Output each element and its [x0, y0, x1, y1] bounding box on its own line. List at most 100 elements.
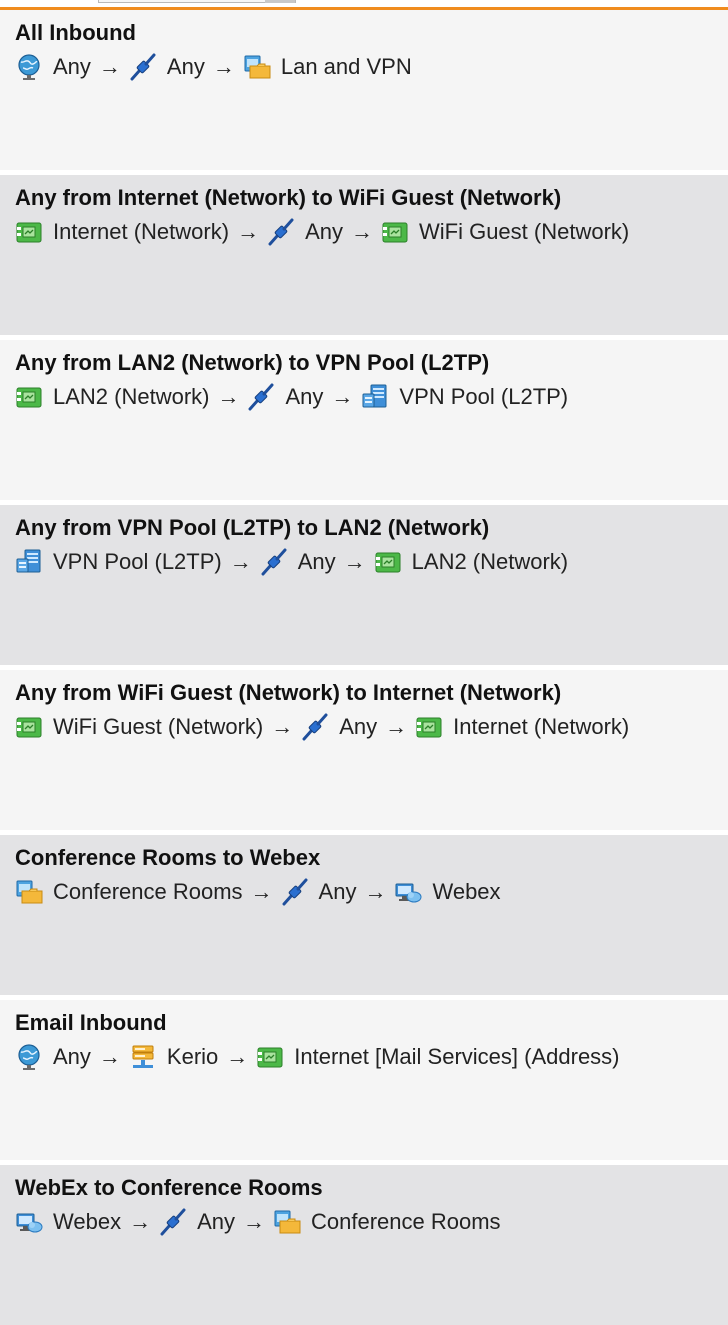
rule-separator [0, 830, 728, 835]
arrow-icon: → [343, 549, 366, 574]
destination-label: LAN2 (Network) [411, 549, 569, 574]
rule-row[interactable]: Any from WiFi Guest (Network) to Interne… [0, 670, 728, 830]
arrow-icon: → [129, 1209, 152, 1234]
rule-row[interactable]: Any from LAN2 (Network) to VPN Pool (L2T… [0, 340, 728, 500]
cable-icon [129, 53, 157, 81]
rule-separator [0, 170, 728, 175]
vpn-server-icon [361, 383, 389, 411]
top-bar [0, 0, 728, 10]
network-card-icon [381, 218, 409, 246]
rule-traffic-path: WiFi Guest (Network) → Any → Internet (Netwo… [15, 713, 728, 741]
rule-title: Any from WiFi Guest (Network) to Interne… [15, 680, 562, 705]
arrow-icon: → [385, 714, 408, 739]
source-label: Conference Rooms [53, 879, 243, 904]
rule-separator [0, 665, 728, 670]
arrow-icon: → [364, 879, 387, 904]
rule-title: Conference Rooms to Webex [15, 845, 321, 870]
service-label: Any [305, 219, 343, 244]
arrow-icon: → [271, 714, 294, 739]
accent-divider [0, 7, 728, 10]
rule-separator [0, 500, 728, 505]
search-field-button[interactable] [265, 0, 295, 3]
destination-label: VPN Pool (L2TP) [399, 384, 569, 409]
rule-title: Email Inbound [15, 1010, 167, 1035]
rule-separator [0, 335, 728, 340]
arrow-icon: → [226, 1044, 249, 1069]
network-card-icon [256, 1043, 284, 1071]
rule-title: WebEx to Conference Rooms [15, 1175, 323, 1200]
arrow-icon: → [350, 219, 373, 244]
rule-separator [0, 995, 728, 1000]
service-label: Any [197, 1209, 235, 1234]
destination-label: Internet (Network) [453, 714, 630, 739]
network-card-icon [15, 713, 43, 741]
rule-row[interactable]: Any from VPN Pool (L2TP) to LAN2 (Networ… [0, 505, 728, 665]
rule-row[interactable]: Any from Internet (Network) to WiFi Gues… [0, 175, 728, 335]
arrow-icon: → [217, 384, 240, 409]
destination-label: WiFi Guest (Network) [418, 219, 630, 244]
service-label: Any [318, 879, 357, 904]
service-label: Kerio [166, 1044, 219, 1069]
cable-icon [301, 713, 329, 741]
source-label: VPN Pool (L2TP) [53, 549, 222, 574]
source-label: Webex [53, 1209, 122, 1234]
arrow-icon: → [243, 1209, 265, 1234]
server-icon [129, 1043, 157, 1071]
arrow-icon: → [212, 54, 235, 79]
rule-title: Any from VPN Pool (L2TP) to LAN2 (Networ… [15, 515, 490, 540]
arrow-icon: → [331, 384, 354, 409]
destination-label: Webex [432, 879, 501, 904]
source-label: LAN2 (Network) [53, 384, 210, 409]
rule-traffic-path: LAN2 (Network) → Any → VPN Pool (L2TP) [15, 383, 728, 411]
service-label: Any [297, 549, 336, 574]
service-label: Any [166, 54, 205, 79]
search-field[interactable] [98, 0, 296, 3]
service-label: Any [285, 384, 324, 409]
folder-network-icon [273, 1208, 301, 1236]
source-label: WiFi Guest (Network) [53, 714, 264, 739]
folder-network-icon [243, 53, 271, 81]
globe-icon [15, 1043, 43, 1071]
cable-icon [247, 383, 275, 411]
destination-label: Conference Rooms [311, 1209, 501, 1234]
cable-icon [159, 1208, 187, 1236]
rule-traffic-path: Webex → Any → Conference Rooms [15, 1208, 728, 1236]
rule-title: Any from Internet (Network) to WiFi Gues… [15, 185, 562, 210]
service-label: Any [339, 714, 378, 739]
network-card-icon [15, 383, 43, 411]
arrow-icon: → [229, 549, 252, 574]
vpn-server-icon [15, 548, 43, 576]
destination-label: Internet [Mail Services] (Address) [294, 1044, 620, 1069]
rule-traffic-path: Any → Any → Lan and VPN [15, 53, 728, 81]
source-label: Any [53, 1044, 91, 1069]
folder-network-icon [15, 878, 43, 906]
arrow-icon: → [237, 219, 260, 244]
rule-separator [0, 1160, 728, 1165]
source-label: Internet (Network) [53, 219, 230, 244]
arrow-icon: → [98, 1044, 121, 1069]
cable-icon [281, 878, 309, 906]
destination-label: Lan and VPN [280, 54, 412, 79]
rule-traffic-path: Any → Kerio → Internet [Mail Services] (Addr… [15, 1044, 728, 1070]
rule-title: All Inbound [15, 20, 136, 45]
arrow-icon: → [98, 54, 121, 79]
rule-traffic-path: Conference Rooms → Any → Webex [15, 878, 728, 906]
source-label: Any [53, 54, 91, 79]
rule-traffic-path: VPN Pool (L2TP) → Any → LAN2 (Network) [15, 548, 728, 576]
cable-icon [267, 218, 295, 246]
network-card-icon [374, 548, 402, 576]
network-card-icon [15, 218, 43, 246]
arrow-icon: → [250, 879, 273, 904]
rule-title: Any from LAN2 (Network) to VPN Pool (L2T… [15, 350, 490, 375]
network-card-icon [415, 713, 443, 741]
globe-icon [15, 53, 43, 81]
cloud-computer-icon [394, 878, 422, 906]
rule-traffic-path: Internet (Network) → Any → WiFi Guest (Netwo… [15, 218, 728, 246]
cable-icon [260, 548, 288, 576]
cloud-computer-icon [15, 1208, 43, 1236]
